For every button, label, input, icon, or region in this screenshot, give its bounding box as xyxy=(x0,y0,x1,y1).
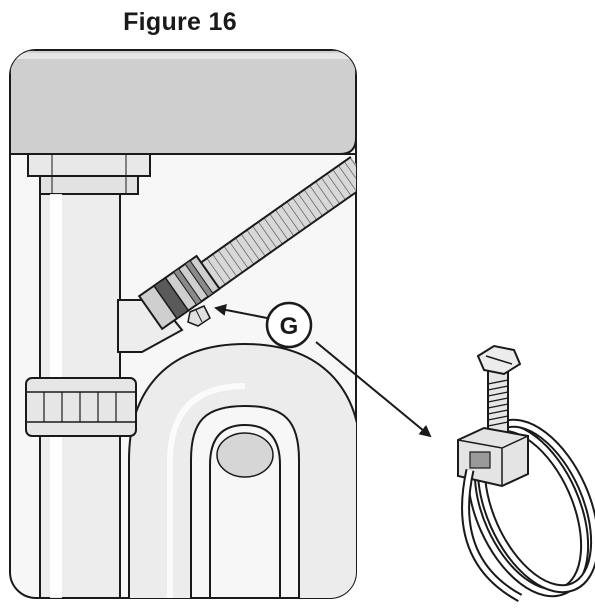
hose-coupling xyxy=(137,254,221,331)
figure-title: Figure 16 xyxy=(123,8,237,36)
drain-pipe xyxy=(25,153,184,598)
arrow-to-installed-clamp xyxy=(214,304,268,319)
slip-nut xyxy=(25,377,137,437)
callout-g: G xyxy=(265,301,313,349)
u-trap-pipe xyxy=(128,342,356,598)
wire-hose-clamp xyxy=(457,344,595,602)
installed-clamp-bolt xyxy=(187,305,211,327)
arrow-to-clamp-detail xyxy=(315,341,432,438)
sink-basin xyxy=(10,50,356,155)
callout-arrows xyxy=(214,304,432,438)
callout-label: G xyxy=(280,313,299,340)
